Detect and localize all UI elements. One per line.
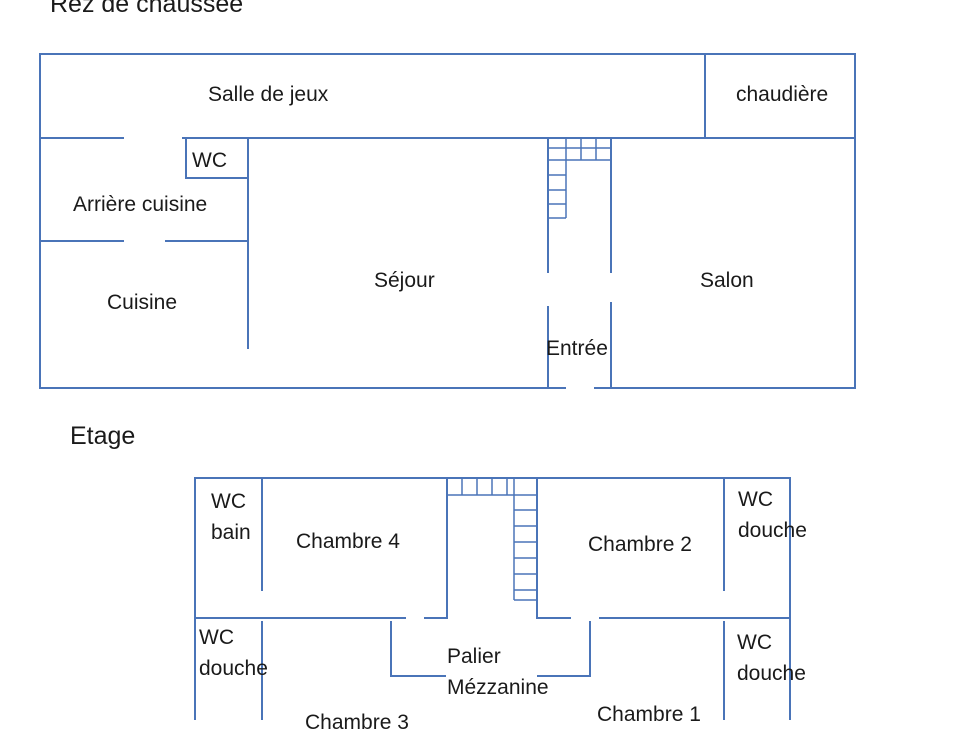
ground-floor-title: Rez de chaussée	[50, 0, 244, 18]
room-label-arriere-cuisine: Arrière cuisine	[73, 193, 208, 216]
room-label-wc-douche-left: WC douche	[199, 622, 268, 684]
room-label-wc-douche-left-line-1: WC	[199, 626, 234, 649]
room-label-wc-douche-right-bottom: WC douche	[737, 627, 806, 689]
room-label-palier: Palier Mézzanine	[447, 641, 549, 703]
upper-floor-stairs	[447, 478, 537, 601]
room-label-chambre-3: Chambre 3	[305, 711, 409, 734]
room-label-entree: Entrée	[546, 337, 608, 360]
room-label-chaudiere: chaudière	[736, 83, 829, 106]
room-label-wc-douche-right-top-line-2: douche	[738, 519, 807, 542]
room-label-wc-douche-right-bottom-line-1: WC	[737, 631, 772, 654]
room-label-wc-douche-right-top: WC douche	[738, 484, 807, 546]
room-label-wc-bain-line-2: bain	[211, 521, 251, 544]
upper-floor-walls	[194, 477, 791, 720]
room-label-cuisine: Cuisine	[107, 291, 178, 314]
room-label-chambre-1: Chambre 1	[597, 703, 701, 726]
ground-floor-stairs	[548, 138, 611, 219]
room-label-sejour: Séjour	[374, 269, 435, 292]
room-label-wc-douche-right-top-line-1: WC	[738, 488, 773, 511]
ground-floor-walls	[39, 53, 856, 391]
room-label-wc-bain: WC bain	[211, 486, 251, 548]
room-label-palier-line-2: Mézzanine	[447, 676, 549, 699]
room-label-salon: Salon	[700, 269, 754, 292]
upper-floor-title: Etage	[70, 422, 136, 450]
room-label-palier-line-1: Palier	[447, 645, 501, 668]
room-label-wc-douche-left-line-2: douche	[199, 657, 268, 680]
room-label-wc: WC	[192, 149, 227, 172]
room-label-chambre-2: Chambre 2	[588, 533, 692, 556]
room-label-wc-douche-right-bottom-line-2: douche	[737, 662, 806, 685]
room-label-chambre-4: Chambre 4	[296, 530, 400, 553]
room-label-wc-bain-line-1: WC	[211, 490, 246, 513]
room-label-salle-de-jeux: Salle de jeux	[208, 83, 329, 106]
